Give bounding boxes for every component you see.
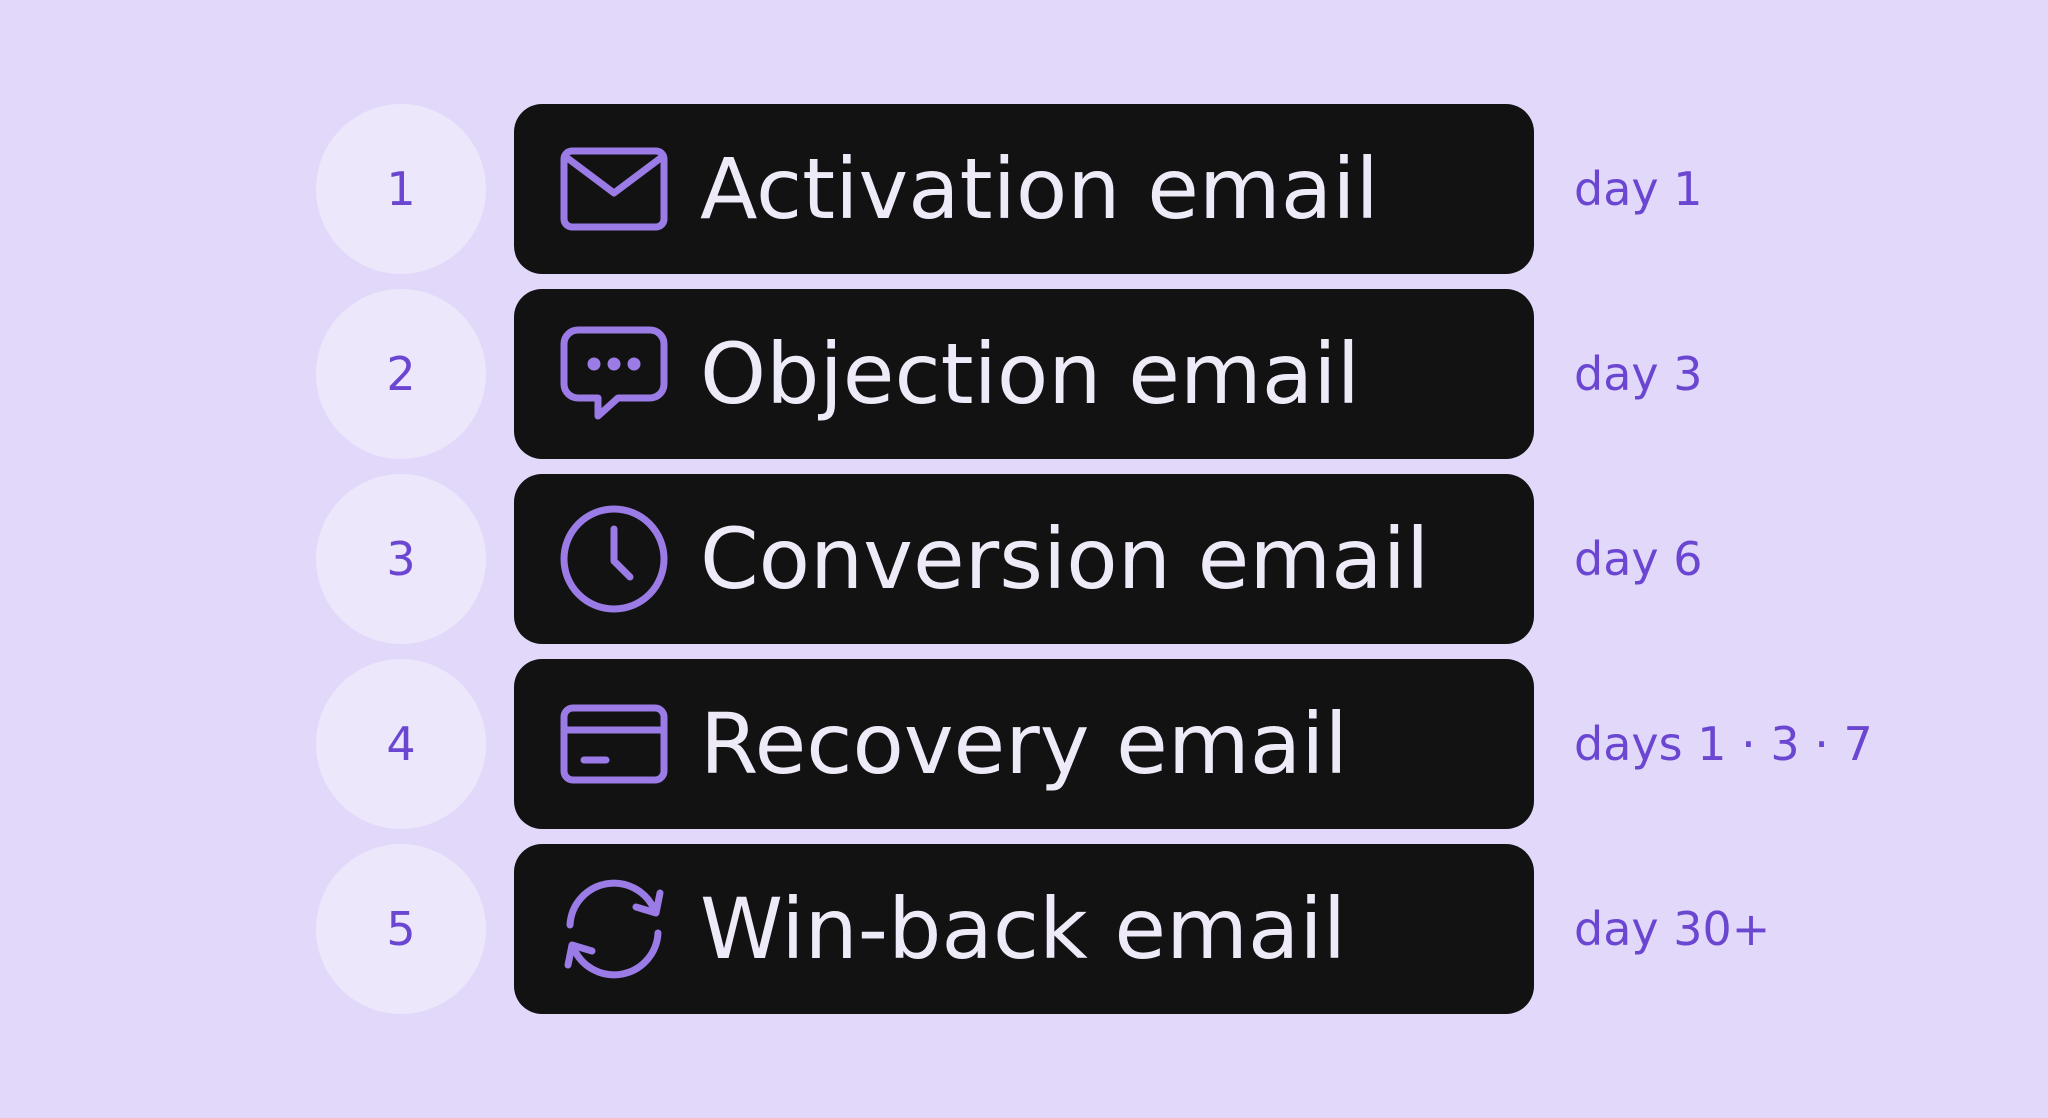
step-card: Activation email <box>514 104 1534 274</box>
step-card: Recovery email <box>514 659 1534 829</box>
envelope-icon <box>558 133 670 245</box>
step-row-win-back: 5 Win-back email day 30+ <box>0 844 2048 1014</box>
step-card: Objection email <box>514 289 1534 459</box>
step-row-conversion: 3 Conversion email day 6 <box>0 474 2048 644</box>
step-timing: days 1 · 3 · 7 <box>1574 717 1873 771</box>
step-number: 5 <box>316 844 486 1014</box>
step-label: Objection email <box>700 325 1360 423</box>
clock-icon <box>558 503 670 615</box>
step-number: 3 <box>316 474 486 644</box>
step-number: 2 <box>316 289 486 459</box>
step-card: Win-back email <box>514 844 1534 1014</box>
step-row-activation: 1 Activation email day 1 <box>0 104 2048 274</box>
chat-bubble-icon <box>558 318 670 430</box>
refresh-icon <box>558 873 670 985</box>
step-number: 1 <box>316 104 486 274</box>
step-card: Conversion email <box>514 474 1534 644</box>
step-timing: day 6 <box>1574 532 1703 586</box>
step-timing: day 3 <box>1574 347 1703 401</box>
credit-card-icon <box>558 688 670 800</box>
step-timing: day 1 <box>1574 162 1703 216</box>
step-row-recovery: 4 Recovery email days 1 · 3 · 7 <box>0 659 2048 829</box>
step-row-objection: 2 Objection email day 3 <box>0 289 2048 459</box>
step-label: Conversion email <box>700 510 1430 608</box>
step-timing: day 30+ <box>1574 902 1771 956</box>
step-label: Activation email <box>700 140 1379 238</box>
step-label: Recovery email <box>700 695 1348 793</box>
step-label: Win-back email <box>700 880 1347 978</box>
step-number: 4 <box>316 659 486 829</box>
